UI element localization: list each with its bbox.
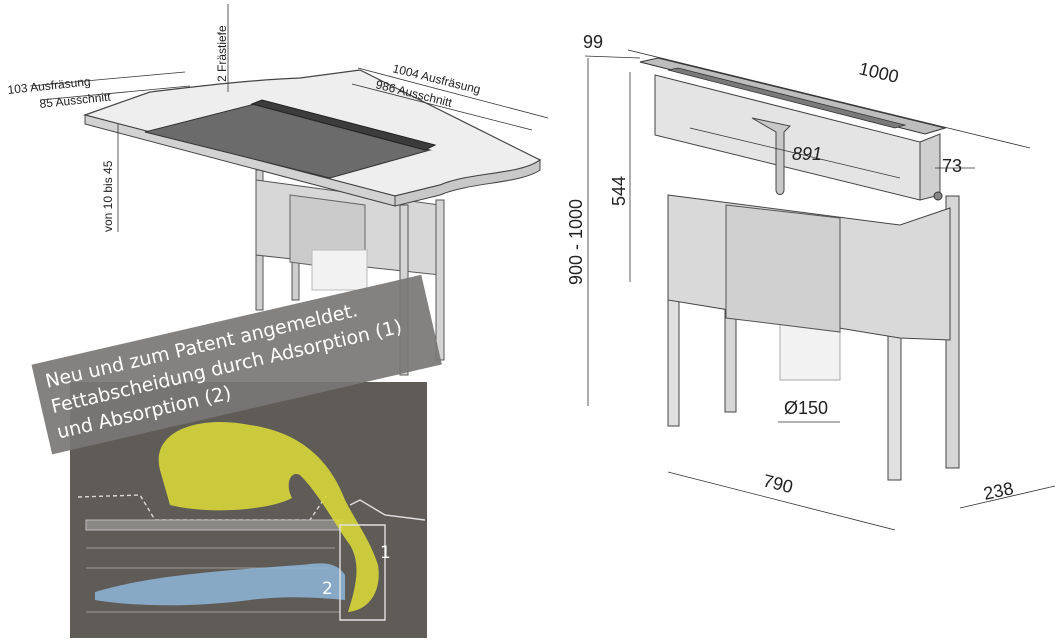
dim-line-1000 xyxy=(627,49,1031,149)
dim-ausschnitt-small: 85 Ausschnitt xyxy=(39,90,112,111)
inset-label-2: 2 xyxy=(322,579,333,599)
dim-line-103 xyxy=(29,71,186,87)
unit-upper-side xyxy=(919,133,941,201)
dim-unit-height: 544 xyxy=(609,176,629,206)
dim-leg-width: 790 xyxy=(761,470,795,497)
hob-glass xyxy=(144,103,432,179)
worktop-edge-right xyxy=(394,159,541,207)
grease-plume xyxy=(158,422,379,612)
dim-line-238 xyxy=(959,485,1056,509)
dim-inner-width: 891 xyxy=(792,144,822,164)
dim-leg-depth: 238 xyxy=(982,478,1016,504)
unit-filter-handle xyxy=(751,117,792,195)
dim-width-total: 1000 xyxy=(857,58,901,86)
dim-line-1004 xyxy=(357,67,549,119)
dim-total-height: 900 - 1000 xyxy=(566,199,586,285)
unit-fan-front xyxy=(725,204,841,333)
airflow-stream xyxy=(95,563,345,606)
unit-view: 99 1000 891 73 544 900 - 1000 Ø150 790 2… xyxy=(566,32,1056,531)
dim-line-85 xyxy=(39,85,191,101)
dim-depth-top: 99 xyxy=(583,32,603,52)
dim-duct-diameter: Ø150 xyxy=(784,398,828,418)
dim-small-right: 73 xyxy=(942,156,962,176)
downdraft-slot xyxy=(250,99,437,151)
dim-height-range: von 10 bis 45 xyxy=(101,160,115,232)
dim-fraestiefe: 2 Frästiefe xyxy=(215,25,229,82)
dim-line-986 xyxy=(351,83,533,131)
dim-line-891 xyxy=(689,127,901,179)
banner-background xyxy=(31,274,442,455)
dim-line-99 xyxy=(584,55,641,59)
filter-lip xyxy=(349,499,426,521)
inset-worktop xyxy=(85,519,343,531)
left-leg-front-2 xyxy=(435,199,445,361)
inset-label-1: 1 xyxy=(380,543,391,563)
duct-pipe-left xyxy=(311,249,368,291)
filter-channel xyxy=(339,524,386,621)
unit-control-knob xyxy=(933,191,943,201)
unit-top-slot xyxy=(667,67,907,129)
dim-line-790 xyxy=(667,471,896,531)
